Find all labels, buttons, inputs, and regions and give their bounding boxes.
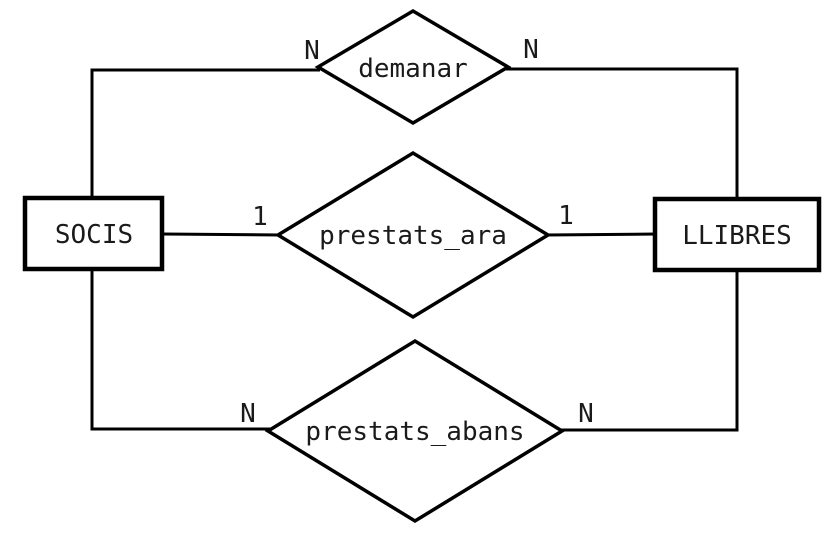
entity-llibres-label: LLIBRES [682,221,792,251]
entity-socis-label: SOCIS [55,220,133,250]
cardinality-prestats-ara-left: 1 [252,202,268,232]
relationship-demanar-label: demanar [358,54,468,84]
connector-demanar-llibres [506,67,739,201]
relationship-prestats-ara-label: prestats_ara [319,221,507,251]
entity-socis-box [22,195,165,272]
connector-socis-prestats-abans [90,268,270,431]
connector-prestats-ara-llibres [545,232,658,237]
cardinality-prestats-abans-right: N [578,399,594,429]
cardinality-demanar-left: N [304,36,320,66]
relationship-prestats-ara-diamond [274,150,552,320]
connector-prestats-abans-llibres [560,268,739,432]
cardinality-prestats-ara-right: 1 [558,201,574,231]
connector-socis-prestats-ara [161,232,281,237]
connector-socis-demanar [90,68,320,200]
entity-llibres-box [652,196,822,273]
relationship-demanar-diamond [314,8,512,126]
cardinality-demanar-right: N [523,35,539,65]
cardinality-prestats-abans-left: N [240,399,256,429]
relationship-prestats-abans-label: prestats_abans [305,417,524,447]
relationship-prestats-abans-diamond [264,338,566,524]
